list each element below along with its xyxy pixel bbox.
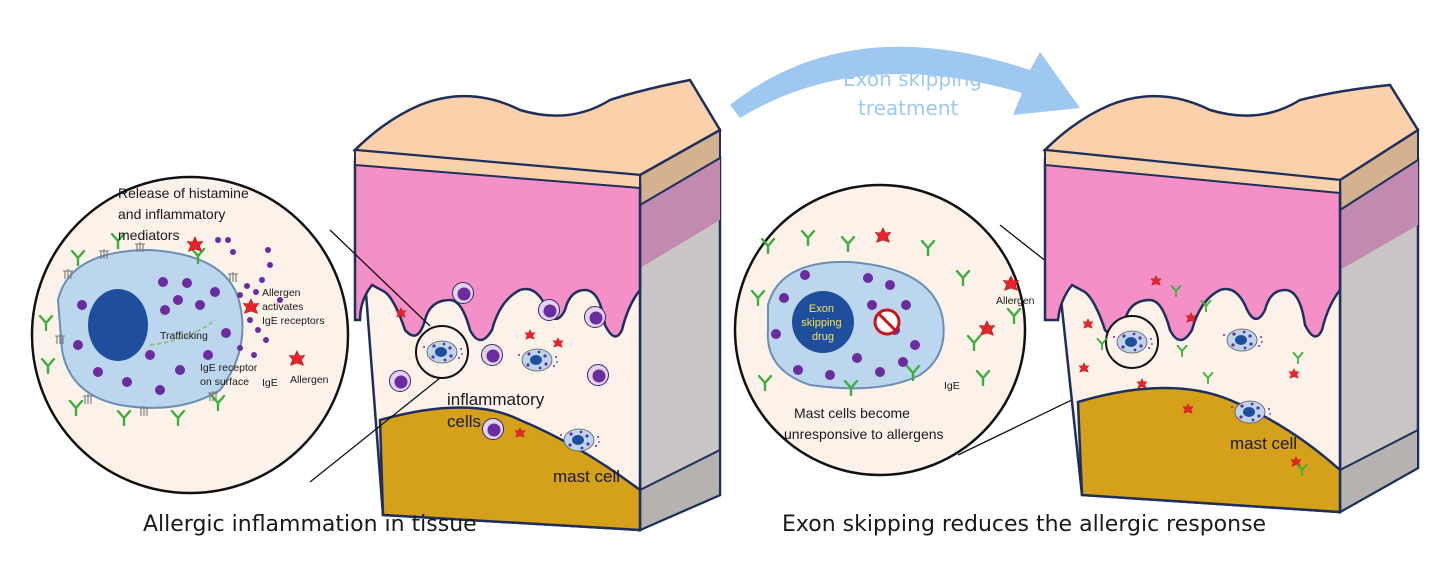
left-zoom-circle: Release of histamine and inflammatory me… bbox=[30, 175, 350, 495]
left-caption: Allergic inflammation in tissue bbox=[143, 512, 477, 537]
left-skin-block bbox=[352, 78, 722, 532]
left-block-side-dermis bbox=[640, 158, 720, 268]
ige-receptor bbox=[54, 333, 66, 345]
treatment-label-line2: treatment bbox=[858, 96, 958, 120]
trafficking-label: Trafficking bbox=[160, 330, 208, 342]
drug-label: Exon skipping drug bbox=[801, 303, 844, 343]
unresponsive-label: Mast cells become unresponsive to allerg… bbox=[784, 405, 944, 442]
inflammatory-cell bbox=[389, 370, 411, 392]
left-callout-line-bottom bbox=[309, 377, 441, 483]
mast-cell-label-left: mast cell bbox=[553, 467, 620, 486]
ige-receptor bbox=[82, 393, 94, 405]
right-block-side-dermis bbox=[1340, 160, 1418, 270]
mast-cell-body bbox=[56, 248, 244, 409]
mast-cell-label-right: mast cell bbox=[1230, 434, 1297, 453]
left-block-fat-layer bbox=[378, 406, 642, 532]
left-block-epidermis-top bbox=[352, 78, 722, 177]
ige-label-right: IgE bbox=[944, 380, 960, 392]
inflammatory-cell bbox=[587, 364, 609, 386]
granules bbox=[73, 237, 283, 395]
treatment-arrow: Exon skipping treatment bbox=[730, 46, 1080, 120]
treatment-arrow-shape bbox=[730, 46, 1080, 118]
release-label: Release of histamine and inflammatory me… bbox=[118, 185, 253, 243]
inflammatory-cell bbox=[481, 344, 503, 366]
ige-receptor bbox=[62, 268, 74, 280]
allergen-label-right: Allergen bbox=[996, 295, 1035, 307]
mast-cell-nucleus bbox=[88, 289, 148, 361]
ige-receptor bbox=[98, 248, 110, 260]
inflammatory-cell bbox=[538, 299, 560, 321]
receptor-label: IgE receptor on surface bbox=[200, 362, 260, 388]
inflammatory-cell bbox=[452, 282, 474, 304]
ige-receptor bbox=[138, 405, 150, 417]
right-caption: Exon skipping reduces the allergic respo… bbox=[782, 512, 1266, 537]
inflammatory-cell bbox=[584, 306, 606, 328]
treated-mast-cell-nucleus bbox=[792, 291, 854, 353]
treatment-label-line1: Exon skipping bbox=[843, 67, 982, 91]
inflammatory-cell bbox=[482, 418, 504, 440]
allergen-label: Allergen bbox=[290, 374, 329, 386]
right-block-fat-layer bbox=[1076, 386, 1342, 514]
left-callout-line-top bbox=[329, 229, 431, 327]
right-zoom-circle: Exon skipping drug Allergen IgE Mast cel… bbox=[733, 183, 1035, 477]
right-block-dermis bbox=[1043, 158, 1342, 342]
ige-receptor bbox=[134, 241, 146, 253]
no-entry-icon bbox=[873, 308, 901, 336]
right-skin-block bbox=[1042, 83, 1420, 515]
ige-label: IgE bbox=[262, 377, 278, 389]
left-block-epidermis-front bbox=[354, 148, 641, 190]
inflammatory-cells-label: inflammatory cells bbox=[447, 390, 549, 431]
trafficking-arrow bbox=[149, 319, 216, 346]
right-block-epidermis-top bbox=[1042, 83, 1420, 182]
right-block-epidermis-front bbox=[1044, 148, 1341, 195]
ige-receptor bbox=[227, 271, 239, 283]
activates-label: Allergen activates IgE receptors bbox=[262, 287, 324, 327]
left-block-dermis bbox=[353, 158, 642, 342]
